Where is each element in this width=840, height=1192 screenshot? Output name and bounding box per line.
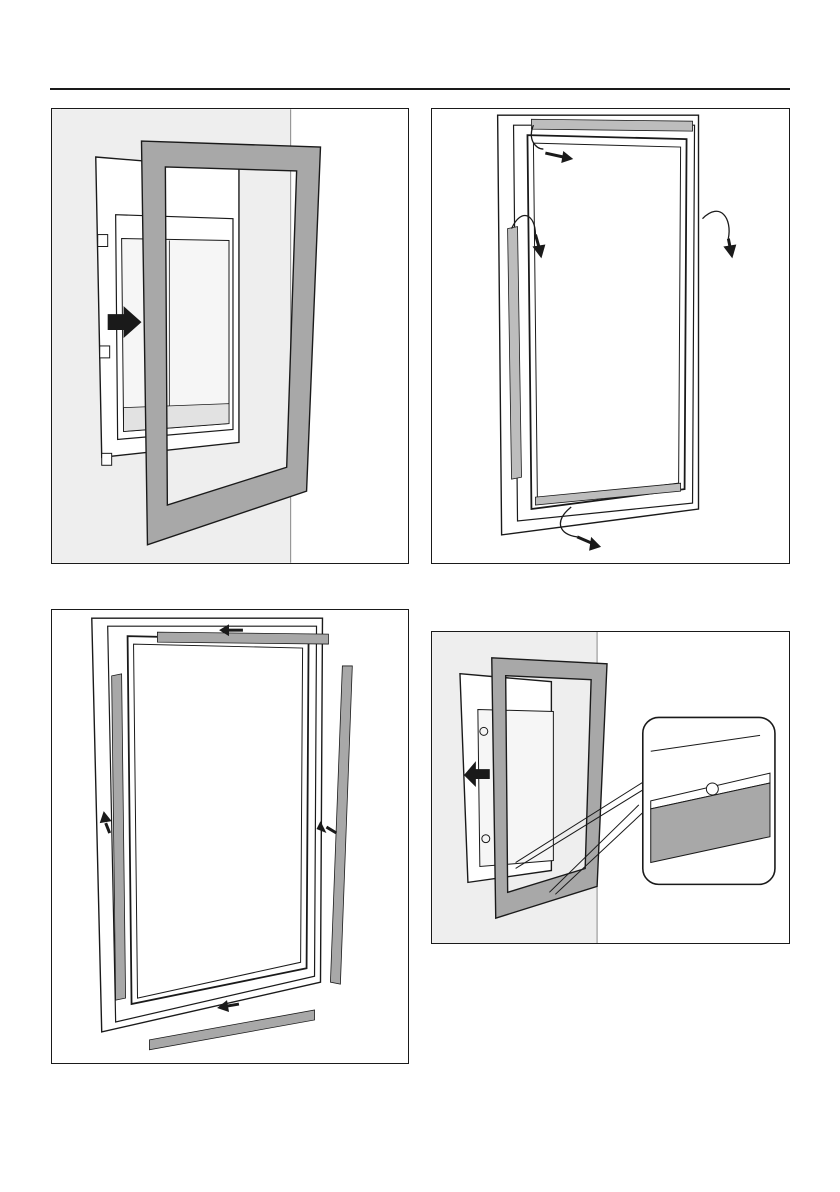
illustration-attach-trim-frame (51, 108, 409, 564)
curl-right (702, 211, 729, 238)
detail-fixing-point (706, 783, 718, 795)
right-seal-strip (330, 666, 352, 984)
illustration-check-frame-seal-detail (431, 631, 790, 944)
header-rule (50, 88, 790, 90)
inner-frame (128, 636, 309, 1004)
illustration-peel-adhesive-strips (431, 108, 790, 564)
peel-arrow-bottom-icon (589, 537, 601, 551)
clip-middle (100, 346, 110, 358)
peel-arrow-right-icon (723, 245, 736, 259)
cavity-inner (122, 239, 229, 432)
appliance-cavity (478, 710, 554, 867)
seal-detail-drawing (432, 632, 789, 943)
peel-strips-drawing (432, 109, 789, 563)
apply-strips-drawing (52, 610, 408, 1063)
inner-frame (527, 135, 686, 509)
top-strip (531, 119, 692, 131)
illustration-apply-seal-strips (51, 609, 409, 1064)
frame-install-drawing (52, 109, 408, 563)
top-seal-strip (157, 632, 328, 644)
clip-top (98, 235, 108, 247)
clip-bottom (102, 453, 112, 465)
